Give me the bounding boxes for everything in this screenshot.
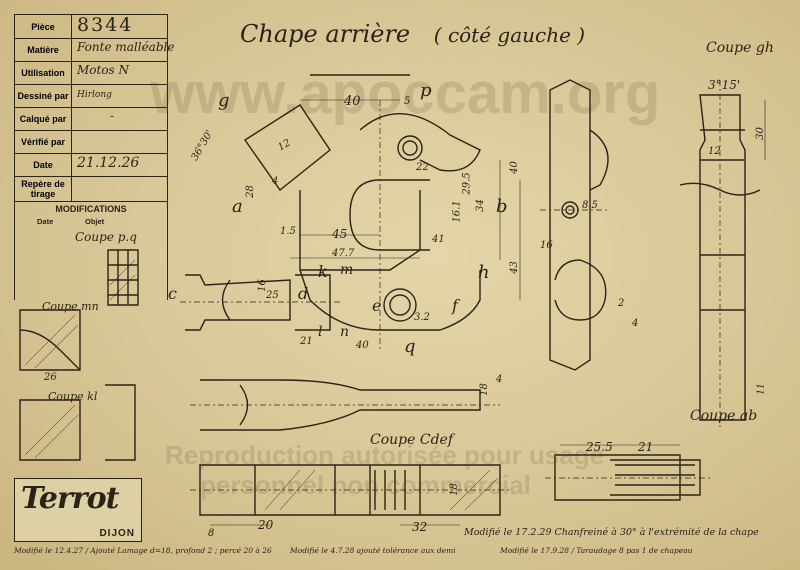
dimension-label: 29.5	[461, 172, 473, 195]
dimension-label: 16	[540, 240, 553, 251]
dimension-label: 41	[432, 234, 445, 245]
modifications-date-header: Date	[37, 217, 54, 226]
point-label: h	[478, 262, 490, 283]
dimension-label: 4	[272, 176, 279, 187]
point-label: m	[340, 262, 354, 278]
modification-note: Modifié le 4.7.28 ajouté tolérance aux d…	[290, 546, 456, 555]
dimension-label: 5	[404, 96, 411, 107]
title-row-drawn-by: Dessiné par Hirlong	[15, 84, 167, 108]
dimension-label: 28	[244, 185, 256, 198]
title-row-label: Matière	[15, 38, 72, 61]
dimension-label: 18	[478, 383, 490, 396]
modification-note: Modifié le 17.9.28 / Taraudage 8 pas 1 d…	[500, 546, 693, 555]
modification-note: Modifié le 17.2.29 Chanfreiné à 30° à l'…	[464, 527, 759, 538]
drawing-title-main: Chape arrière	[240, 20, 411, 48]
point-label: a	[232, 196, 243, 217]
point-label: f	[452, 296, 458, 315]
dimension-label: 45	[332, 227, 348, 241]
dimension-label: 4	[496, 374, 503, 385]
dimension-label: 11	[756, 383, 767, 395]
title-block: Pièce 8344 Matière Fonte malléable Utili…	[14, 14, 174, 202]
point-label: b	[496, 196, 508, 217]
title-row-label: Dessiné par	[15, 84, 72, 107]
dimension-label: 25	[266, 290, 279, 301]
traced-by-value: -	[110, 109, 115, 123]
modification-note: Modifié le 12.4.27 / Ajouté Lamage d=18,…	[14, 546, 272, 555]
usage-value: Motos N	[77, 63, 130, 77]
point-label: c	[168, 284, 177, 303]
dimension-label: 40	[356, 340, 369, 351]
dimension-label: 22	[416, 162, 429, 173]
dimension-label: 40	[508, 161, 520, 174]
dimension-label: 8	[208, 528, 215, 539]
point-label: p	[420, 80, 432, 101]
dimension-label: 47.7	[332, 248, 355, 259]
drawing-subtitle: ( côté gauche )	[433, 23, 586, 47]
dimension-label: 21	[638, 440, 654, 454]
dimension-label: 2	[618, 298, 625, 309]
dimension-label: 43	[508, 261, 520, 274]
dimension-label: 16.1	[451, 200, 463, 223]
dimension-label: 12	[708, 146, 721, 157]
section-label-pq: Coupe p.q	[75, 230, 137, 244]
point-label: d	[298, 284, 309, 303]
dimension-label: 3.2	[414, 312, 430, 323]
point-label: l	[318, 324, 323, 340]
watermark-url: www.apoccam.org	[150, 61, 661, 126]
dimension-label: 3°15'	[708, 78, 741, 92]
dimension-label: 30	[754, 127, 766, 140]
dimension-label: 26	[44, 372, 57, 383]
section-label-ab: Coupe ab	[690, 408, 758, 424]
dimension-label: 8.5	[582, 200, 598, 211]
dimension-label: 21	[300, 336, 313, 347]
title-row-label: Utilisation	[15, 61, 72, 84]
title-row-label: Repère de tirage	[15, 176, 72, 201]
section-label-gh: Coupe gh	[706, 40, 774, 56]
title-row-label: Vérifié par	[15, 130, 72, 153]
title-row-traced-by: Calqué par -	[15, 107, 167, 131]
title-row-usage: Utilisation Motos N	[15, 61, 167, 85]
point-label: g	[218, 90, 230, 111]
title-row-date: Date 21.12.26	[15, 153, 167, 177]
terrot-logo: Terrot DIJON	[14, 478, 142, 542]
point-label: k	[318, 262, 328, 281]
section-label-mn: Coupe mn	[42, 300, 99, 313]
point-label: n	[340, 324, 350, 340]
logo-name: Terrot	[21, 481, 119, 516]
dimension-label: 18	[448, 483, 460, 496]
section-label-cdef: Coupe Cdef	[370, 432, 453, 448]
dimension-label: 4	[632, 318, 639, 329]
drawing-title: Chape arrière ( côté gauche )	[240, 20, 585, 48]
dimension-label: 34	[474, 199, 486, 212]
drawn-by-value: Hirlong	[77, 90, 112, 100]
logo-city: DIJON	[99, 528, 135, 539]
point-label: e	[372, 296, 382, 315]
dimension-label: 32	[412, 520, 428, 534]
modifications-object-header: Objet	[85, 217, 105, 226]
dimension-label: 20	[258, 518, 274, 532]
material-value: Fonte malléable	[77, 40, 175, 54]
title-row-piece: Pièce 8344	[15, 14, 167, 39]
part-number: 8344	[77, 14, 134, 36]
title-row-label: Pièce	[15, 15, 72, 38]
title-row-print-mark: Repère de tirage	[15, 176, 167, 201]
title-row-checked-by: Vérifié par	[15, 130, 167, 154]
modifications-box: MODIFICATIONS Date Objet	[14, 200, 168, 300]
date-value: 21.12.26	[77, 155, 140, 171]
title-row-label: Date	[15, 153, 72, 176]
point-label: q	[404, 336, 416, 357]
title-row-material: Matière Fonte malléable	[15, 38, 174, 62]
title-row-label: Calqué par	[15, 107, 72, 130]
modifications-title: MODIFICATIONS	[55, 204, 127, 214]
dimension-label: 40	[344, 94, 361, 109]
dimension-label: 1.5	[280, 226, 296, 237]
section-label-kl: Coupe kl	[48, 390, 98, 403]
dimension-label: 25.5	[586, 440, 613, 454]
